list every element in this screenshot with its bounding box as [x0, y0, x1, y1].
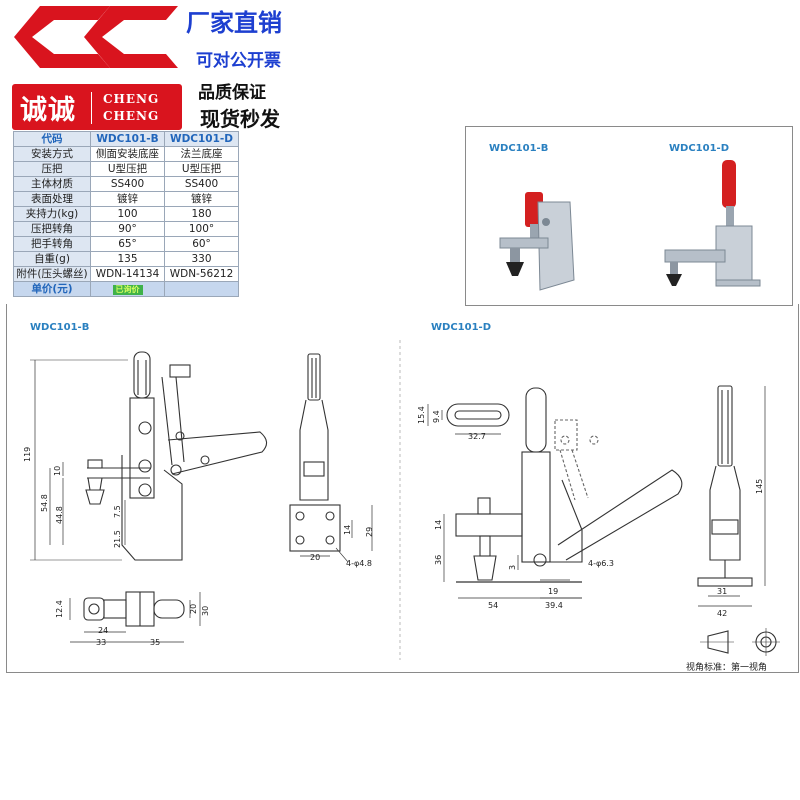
table-cell: 330 [164, 251, 239, 267]
brand-separator [91, 92, 92, 124]
brand-name-en-1: CHENG [103, 92, 160, 106]
table-cell: 侧面安装底座 [90, 146, 165, 162]
photo-label-b: WDC101-B [489, 143, 549, 154]
dim-d-hole: 4-φ6.3 [588, 559, 614, 568]
promo-invoice: 可对公开票 [196, 51, 281, 71]
dim-b-29: 29 [365, 527, 374, 537]
dim-d-54: 54 [488, 601, 498, 610]
dim-d-14: 14 [434, 520, 443, 530]
table-row-label: 自重(g) [13, 251, 91, 267]
price-cell-empty [164, 281, 239, 297]
dim-b-hole: 4-φ4.8 [346, 559, 372, 568]
price-cell: 已询价 [90, 281, 165, 297]
drawing-label-b: WDC101-B [30, 322, 90, 333]
product-photo-d [664, 160, 761, 287]
brand-badge [12, 84, 182, 130]
drawing-b-side [289, 353, 373, 563]
price-badge: 已询价 [112, 285, 143, 295]
drawing-label-d: WDC101-D [431, 322, 491, 333]
table-cell: 镀锌 [90, 191, 165, 207]
table-row-label: 夹持力(kg) [13, 206, 91, 222]
dim-d-36: 36 [434, 555, 443, 565]
dim-b-7-5: 7.5 [113, 505, 122, 518]
photo-label-d: WDC101-D [669, 143, 729, 154]
dim-d-9-4: 9.4 [432, 410, 441, 423]
dim-b-t20: 20 [189, 604, 198, 614]
dim-d-39-4: 39.4 [545, 601, 563, 610]
table-row-label: 压把 [13, 161, 91, 177]
table-cell: 135 [90, 251, 165, 267]
price-label: 单价(元) [13, 281, 91, 297]
promo-in-stock: 现货秒发 [200, 107, 280, 131]
dim-b-24: 24 [98, 626, 108, 635]
table-row: 安装方式侧面安装底座法兰底座 [13, 146, 239, 162]
brand-name-en-2: CHENG [103, 109, 160, 123]
promo-factory-direct: 厂家直销 [186, 9, 282, 37]
dim-d-31: 31 [717, 587, 727, 596]
product-photos [499, 160, 761, 291]
brand-logo [14, 6, 178, 68]
drawing-d-front [427, 387, 683, 599]
view-standard-note: 视角标准：第一视角 [686, 661, 767, 673]
dim-d-32-7: 32.7 [468, 432, 486, 441]
product-photo-frame [465, 126, 793, 306]
dim-b-30: 30 [201, 606, 210, 616]
table-row: 表面处理镀锌镀锌 [13, 191, 239, 207]
dim-b-10: 10 [53, 466, 62, 476]
product-photo-b [499, 192, 575, 291]
promo-quality: 品质保证 [198, 83, 266, 103]
drawing-b-front [30, 351, 268, 561]
dim-b-21-5: 21.5 [113, 530, 122, 548]
dim-b-35: 35 [150, 638, 160, 647]
drawing-d-side [697, 385, 766, 607]
dim-b-54-8: 54.8 [40, 494, 49, 512]
dim-b-44-8: 44.8 [55, 506, 64, 524]
dim-d-19: 19 [548, 587, 558, 596]
drawing-b-top [69, 591, 201, 643]
dim-d-15-4: 15.4 [417, 406, 426, 424]
dim-b-20: 20 [310, 553, 320, 562]
table-row-label: 主体材质 [13, 176, 91, 192]
technical-drawings: 119 10 54.8 44.8 21.5 7.5 20 14 29 4-φ4.… [23, 340, 780, 673]
dim-b-14: 14 [343, 525, 352, 535]
dim-b-12-4: 12.4 [55, 600, 64, 618]
table-row-label: 把手转角 [13, 236, 91, 252]
drawing-frame [6, 304, 799, 673]
projection-symbol [700, 628, 780, 656]
brand-name-cn: 诚诚 [20, 95, 76, 126]
dim-d-42: 42 [717, 609, 727, 618]
dim-b-33: 33 [96, 638, 106, 647]
dim-d-145: 145 [755, 479, 764, 494]
price-row: 单价(元) 已询价 [13, 281, 239, 297]
dim-b-119: 119 [23, 447, 32, 462]
table-row-label: 附件(压头螺丝) [13, 266, 91, 282]
dim-d-3: 3 [508, 565, 517, 570]
